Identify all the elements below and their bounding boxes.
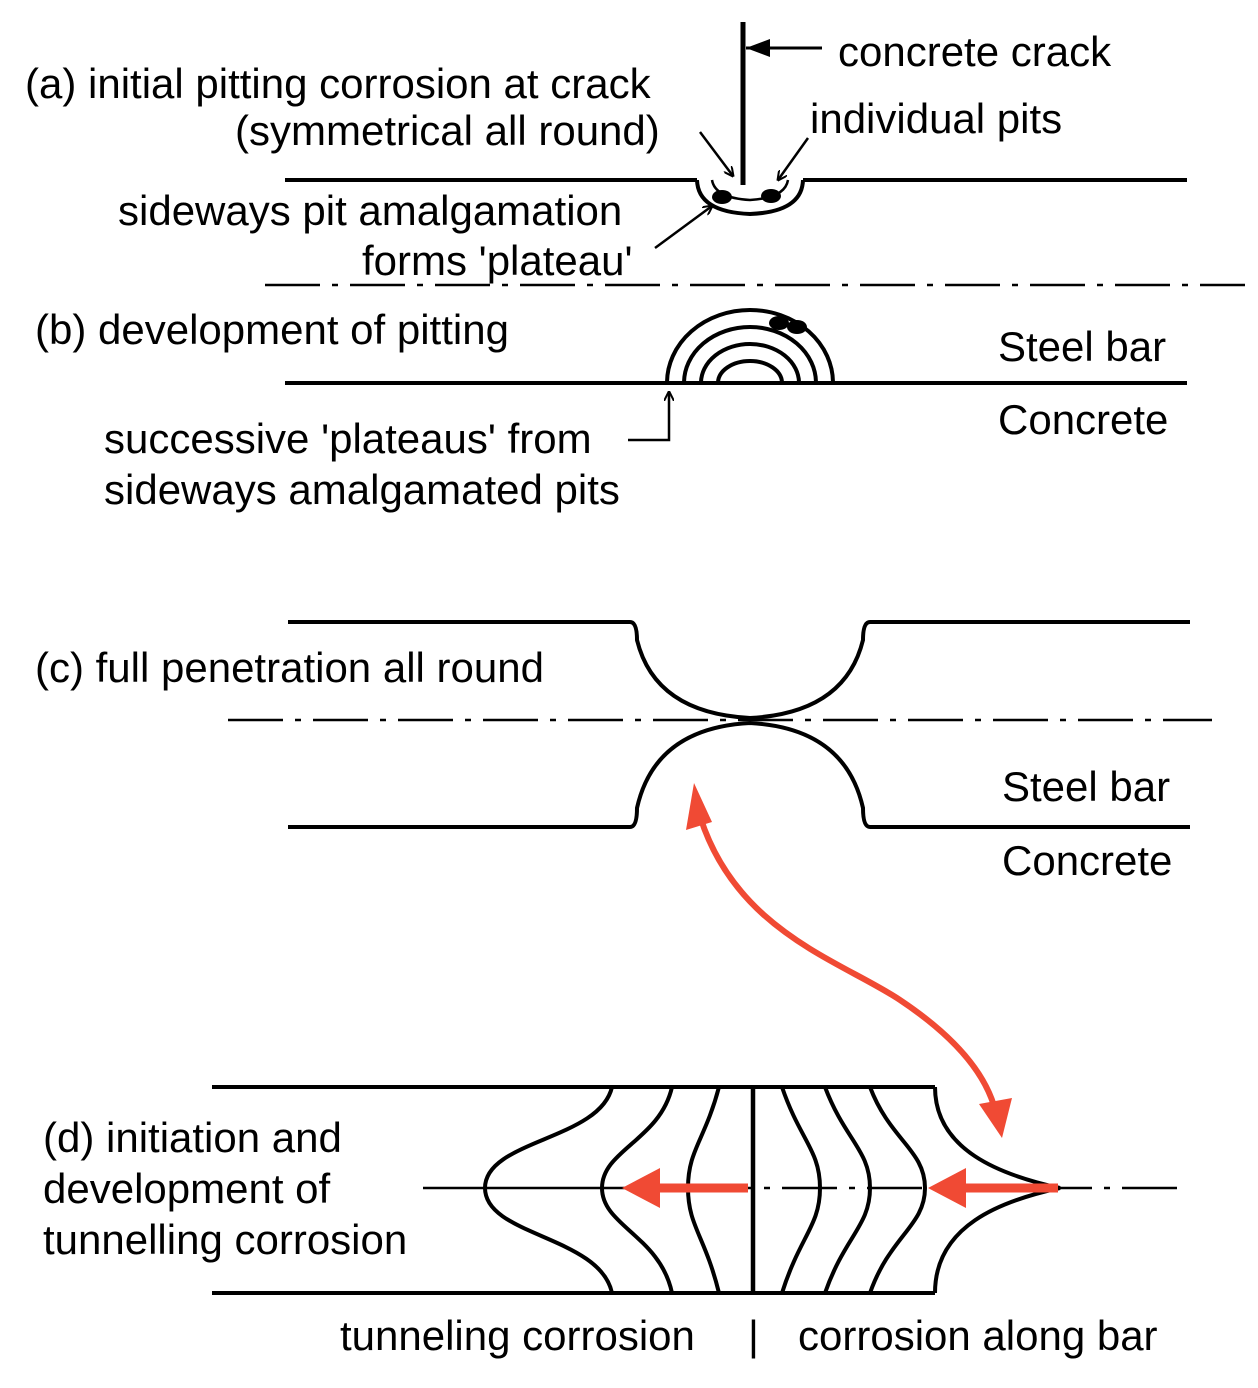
plateaus-pointer [628,392,669,442]
plateau-pointer [654,206,712,250]
pit-mark-b1 [769,316,789,330]
along-bar-front-4 [933,1086,1061,1294]
crack-arrowhead [746,39,770,57]
along-bar-direction-head [928,1168,966,1208]
individual-pits-label: individual pits [810,95,1062,142]
bottom-separator: | [748,1312,759,1359]
upper-bar-profile [288,620,1190,721]
plateaus-label-line1: successive 'plateaus' from [104,415,592,462]
steel-bar-label-b: Steel bar [998,323,1166,370]
inner-pit-outline [710,179,790,202]
panel-a-title-line1: (a) initial pitting corrosion at crack [25,60,652,107]
plateau-label-line2: forms 'plateau' [362,237,633,284]
pits-pointer-right [778,137,810,180]
pit-mark-b2 [787,320,807,334]
initial-pit-outline [695,179,805,217]
tunnel-front-1 [482,1086,614,1294]
plateau-label-line1: sideways pit amalgamation [118,187,622,234]
link-arrow-c-to-d [686,783,1012,1138]
panel-d-title-line1: (d) initiation and [43,1114,342,1161]
panel-d-title-line2: development of [43,1165,331,1212]
along-bar-front-2 [823,1086,873,1294]
panel-a-title-line2: (symmetrical all round) [235,107,660,154]
corrosion-along-bar-label: corrosion along bar [798,1312,1158,1359]
steel-bar-label-c: Steel bar [1002,763,1170,810]
plateau-ring-1 [665,308,835,384]
panel-c-title: (c) full penetration all round [35,644,544,691]
concrete-label-b: Concrete [998,396,1168,443]
panel-a: concrete crack (a) initial pitting corro… [25,22,1245,287]
pits-pointer-left [699,131,733,176]
concrete-label-c: Concrete [1002,837,1172,884]
plateaus-label-line2: sideways amalgamated pits [104,466,620,513]
along-bar-front-1 [780,1086,823,1294]
link-arrowhead-bottom [979,1098,1012,1138]
plateau-ring-3 [699,342,801,384]
panel-d-title-line3: tunnelling corrosion [43,1216,407,1263]
pit-mark-right [761,189,781,203]
link-arrowhead-top [686,783,712,830]
along-bar-front-3 [868,1086,928,1294]
panel-b: (b) development of pitting Steel bar Con… [35,306,1187,513]
lower-bar-profile [288,720,1190,829]
panel-c: (c) full penetration all round Steel bar… [35,620,1212,884]
plateau-ring-4 [716,359,784,384]
pit-mark-left [712,190,732,204]
panel-b-title: (b) development of pitting [35,306,509,353]
tunnel-front-2 [599,1086,674,1294]
tunneling-corrosion-label: tunneling corrosion [340,1312,695,1359]
concrete-crack-label: concrete crack [838,28,1112,75]
tunnel-direction-head [622,1168,660,1208]
link-arrow-curve [694,805,1000,1119]
plateau-ring-2 [682,325,818,384]
panel-d: (d) initiation and development of tunnel… [43,1085,1178,1359]
